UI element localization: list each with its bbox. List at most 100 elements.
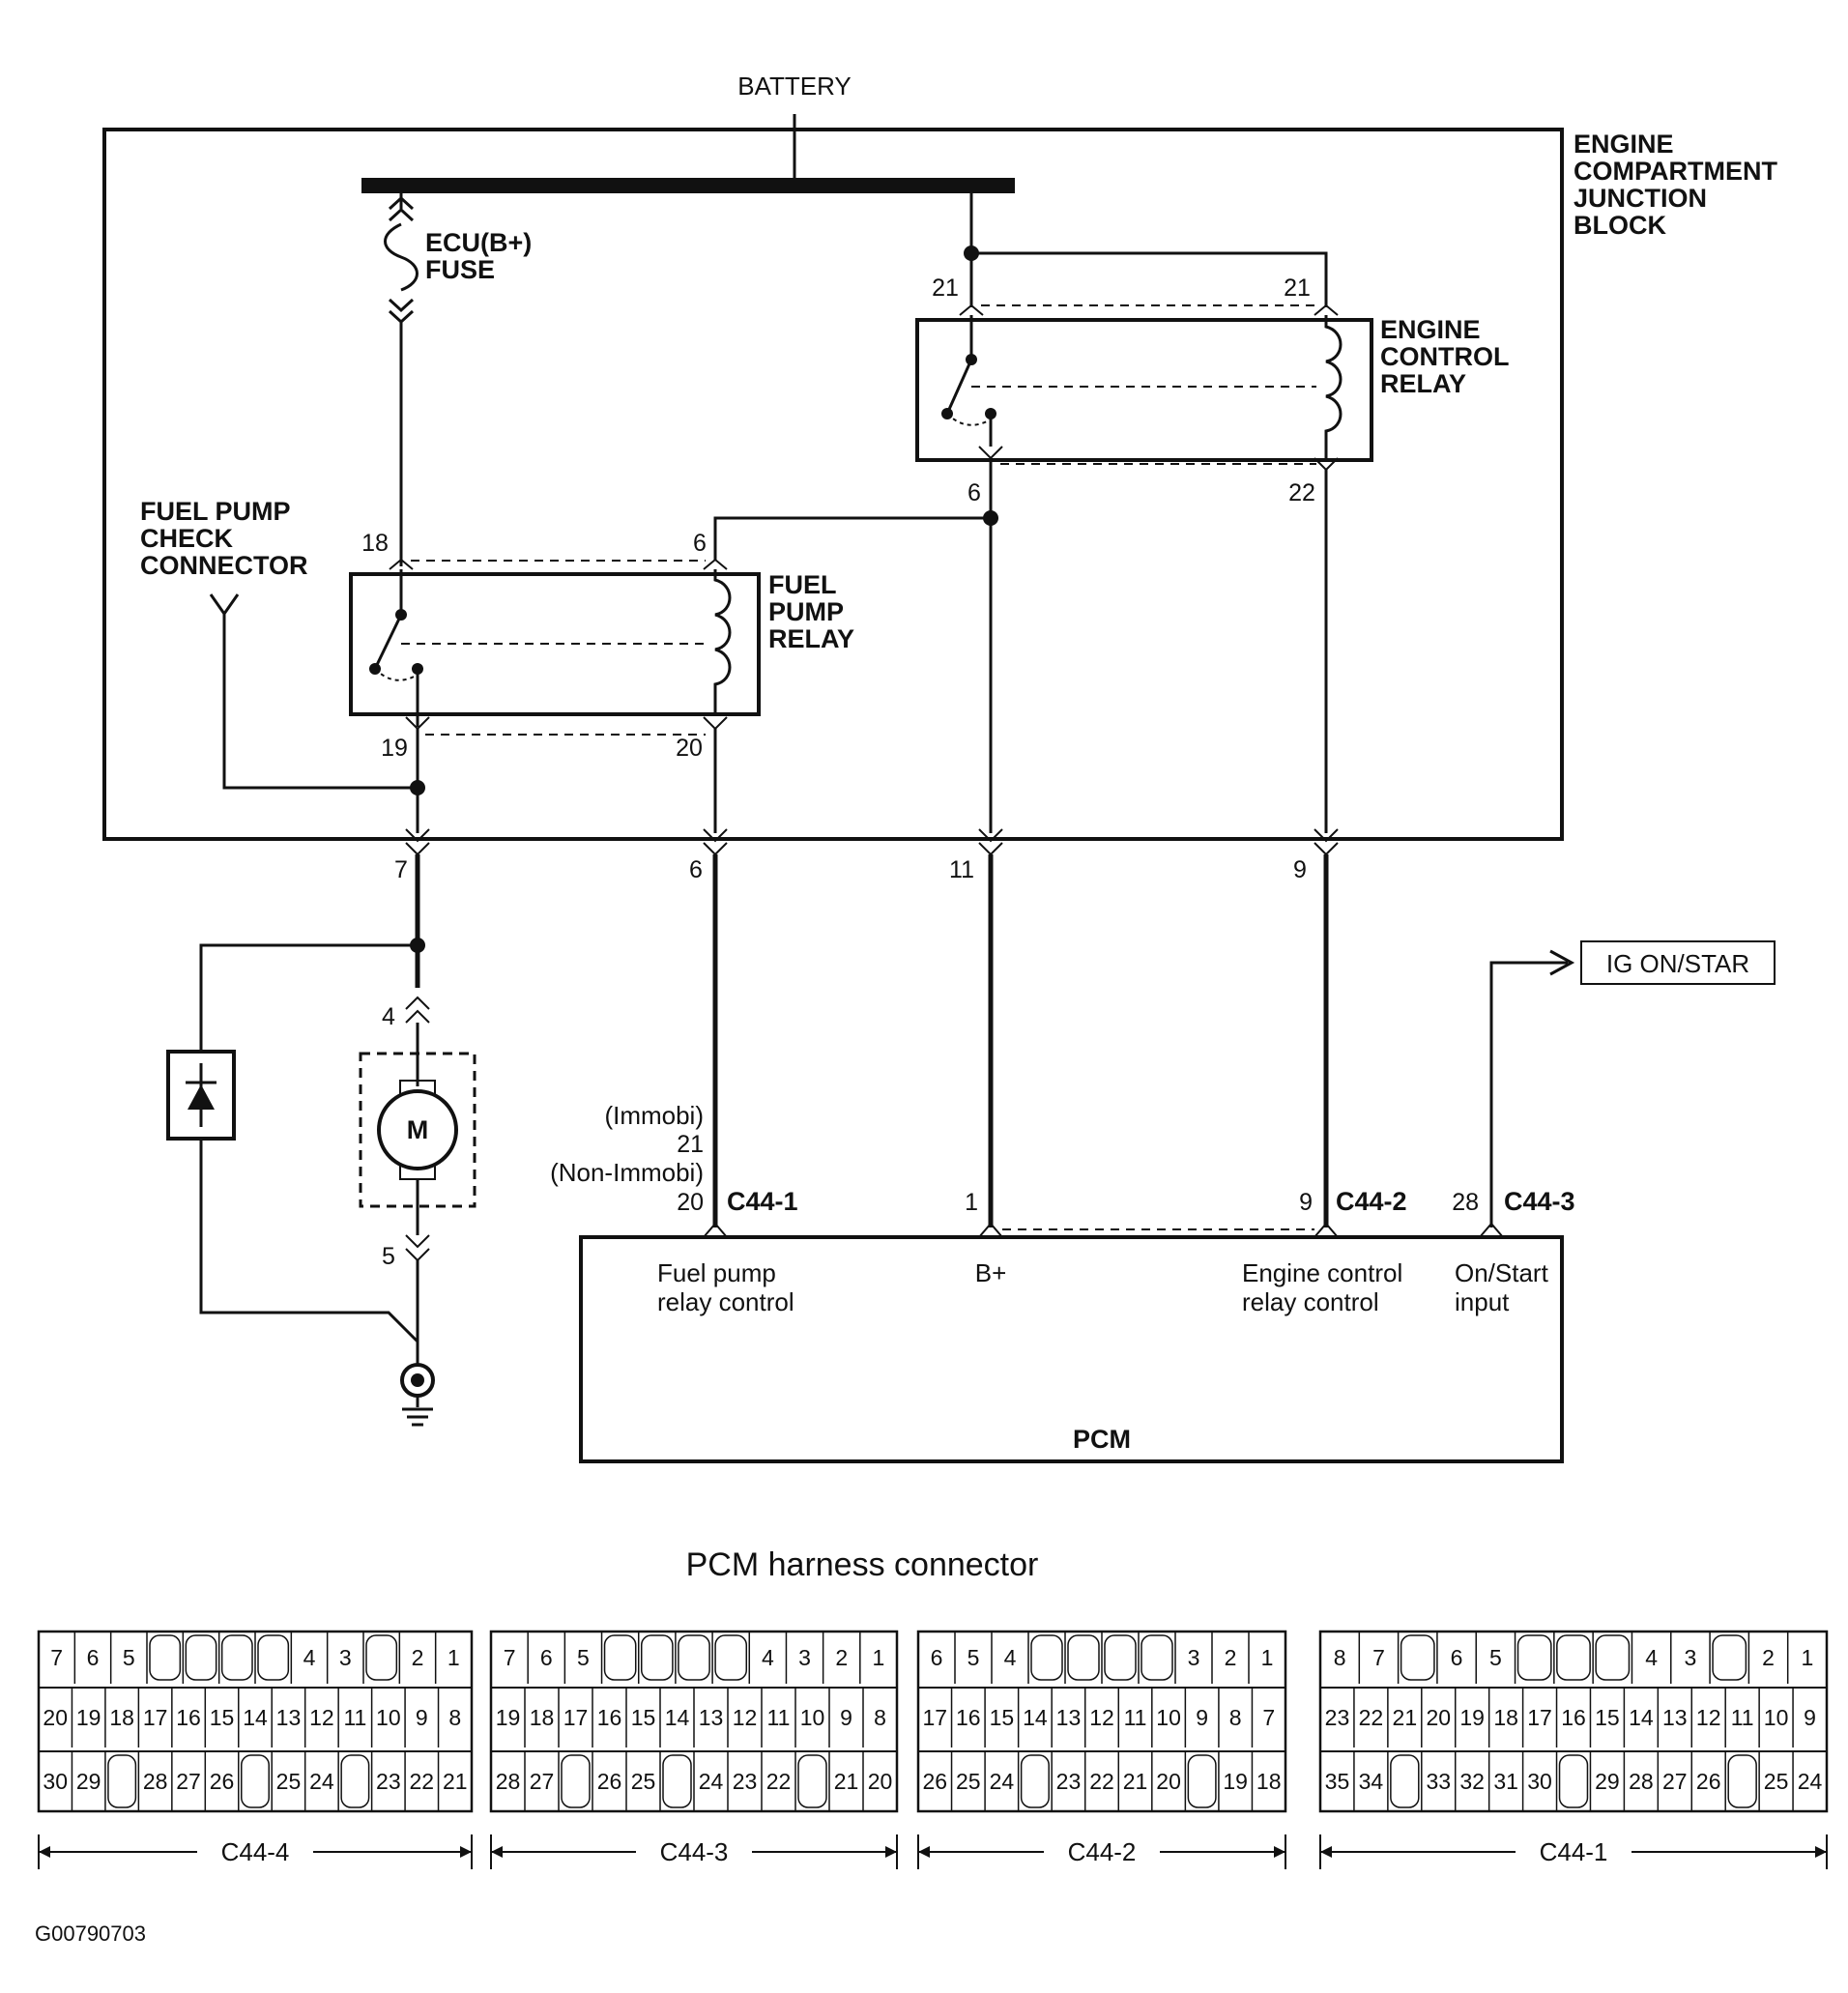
ecr-coil-feed-wire [971, 251, 1328, 307]
connector-pin-label: 13 [276, 1705, 302, 1730]
connector-key-notch [1712, 1634, 1747, 1681]
svg-text:relay control: relay control [1242, 1287, 1379, 1316]
connector-pin-label: 19 [1459, 1705, 1485, 1730]
connector-pin-label: 18 [530, 1705, 555, 1730]
connector-pin-label: 14 [1629, 1705, 1654, 1730]
connector-pin-label: 9 [840, 1705, 852, 1730]
connector-key-notch [640, 1634, 674, 1681]
junction-block-label: ENGINE COMPARTMENT JUNCTION BLOCK [1574, 130, 1777, 240]
connector-pin-label: 20 [868, 1769, 893, 1794]
connector-pin-label: 22 [1359, 1705, 1384, 1730]
connector-pin-label: 15 [990, 1705, 1015, 1730]
connector-key-notch [1030, 1634, 1063, 1681]
svg-text:CONNECTOR: CONNECTOR [140, 551, 308, 580]
connector-pin-label: 24 [699, 1769, 724, 1794]
connector-key-notch [1104, 1634, 1137, 1681]
pcm-pin-9: 9 [1299, 1189, 1313, 1216]
connector-pin-label: 35 [1325, 1769, 1350, 1794]
connector-pin-label: 7 [1262, 1705, 1275, 1730]
diode-feed-wire [199, 943, 418, 1052]
ecr-pin-22: 22 [1288, 479, 1315, 506]
connector-pin-label: 5 [577, 1645, 590, 1670]
svg-text:COMPARTMENT: COMPARTMENT [1574, 157, 1777, 186]
svg-text:FUEL: FUEL [768, 570, 837, 599]
harness-title: PCM harness connector [686, 1546, 1039, 1583]
svg-text:relay control: relay control [657, 1287, 794, 1316]
svg-text:21: 21 [677, 1131, 704, 1158]
junction-block-box [102, 128, 1564, 841]
ig-on-start-label: IG ON/STAR [1606, 949, 1749, 978]
connector-pin-label: 29 [1595, 1769, 1620, 1794]
pcm-box [579, 1235, 1564, 1463]
svg-text:ENGINE: ENGINE [1574, 130, 1674, 159]
connector-pin-label: 31 [1493, 1769, 1518, 1794]
svg-text:CONTROL: CONTROL [1380, 342, 1509, 371]
fuel-pump-motor: M [359, 1052, 476, 1208]
fuel-pump-check-connector-label: FUEL PUMP CHECK CONNECTOR [140, 497, 308, 580]
junction-dot [410, 780, 425, 795]
connector-key-notch [1516, 1634, 1552, 1681]
fpr-pin-18: 18 [361, 530, 389, 557]
connector-key-notch [185, 1634, 217, 1681]
connector-pin-label: 4 [1004, 1645, 1017, 1670]
ecr-pin-6: 6 [967, 479, 981, 506]
connector-pin-label: 21 [1123, 1769, 1148, 1794]
motor-pin-5: 5 [382, 1243, 395, 1270]
fpr-pin-20: 20 [676, 735, 703, 762]
connector-key-notch [1141, 1634, 1173, 1681]
motor-label: M [407, 1115, 429, 1144]
jb-pin-7: 7 [394, 856, 408, 883]
connector-pin-label: 8 [1229, 1705, 1242, 1730]
connector-pin-label: 33 [1426, 1769, 1451, 1794]
connector-key-notch [220, 1634, 253, 1681]
connector-pin-label: 26 [597, 1769, 622, 1794]
connector-pin-label: 13 [699, 1705, 724, 1730]
connector-pin-label: 22 [766, 1769, 792, 1794]
connector-pin-label: 5 [123, 1645, 135, 1670]
motor-pin-4: 4 [382, 1003, 395, 1030]
connector-pin-label: 14 [1023, 1705, 1048, 1730]
fpr-label: FUEL PUMP RELAY [768, 570, 854, 653]
connector-pin-label: 23 [376, 1769, 401, 1794]
connector-pin-label: 18 [1493, 1705, 1518, 1730]
svg-text:RELAY: RELAY [1380, 369, 1466, 398]
connector-pin-label: 11 [343, 1705, 366, 1730]
fuse-label: ECU(B+) FUSE [425, 228, 532, 284]
connector-pin-label: 16 [176, 1705, 201, 1730]
connector-pin-label: 27 [530, 1769, 555, 1794]
connector-pin-label: 9 [1804, 1705, 1816, 1730]
connector-pin-label: 23 [733, 1769, 758, 1794]
connector-pin-label: 1 [873, 1645, 885, 1670]
connector-pin-label: 22 [410, 1769, 435, 1794]
pcm-pin-1: 1 [965, 1189, 978, 1216]
connector-pin-label: 6 [87, 1645, 100, 1670]
battery-label: BATTERY [737, 72, 852, 101]
connector-pin-label: 17 [922, 1705, 947, 1730]
connector-c44-3-label: C44-3 [1504, 1187, 1575, 1216]
connector-pin-label: 21 [1393, 1705, 1418, 1730]
svg-text:B+: B+ [975, 1258, 1007, 1287]
connector-pin-label: 15 [631, 1705, 656, 1730]
svg-text:Fuel pump: Fuel pump [657, 1258, 776, 1287]
connector-key-notch [340, 1754, 370, 1808]
motor-connector-4 [405, 996, 430, 1024]
connector-pin-label: 11 [1731, 1705, 1754, 1730]
connector-pin-label: 10 [376, 1705, 401, 1730]
svg-text:Engine control: Engine control [1242, 1258, 1402, 1287]
connector-key-notch [561, 1754, 591, 1808]
connector-pin-label: 20 [43, 1705, 68, 1730]
connector-pin-label: 21 [834, 1769, 859, 1794]
pcm-terminal-labels: Fuel pump relay control B+ Engine contro… [657, 1258, 1549, 1316]
connector-pin-label: 20 [1156, 1769, 1181, 1794]
connector-key-notch [107, 1754, 137, 1808]
battery-bus-bar [361, 178, 1015, 193]
connector-pin-label: 34 [1359, 1769, 1384, 1794]
connector-pin-label: 9 [416, 1705, 428, 1730]
connector-pin-label: 1 [448, 1645, 460, 1670]
connector-pin-label: 12 [1089, 1705, 1114, 1730]
connector-pin-label: 7 [504, 1645, 516, 1670]
dimension-line [1319, 1834, 1828, 1869]
